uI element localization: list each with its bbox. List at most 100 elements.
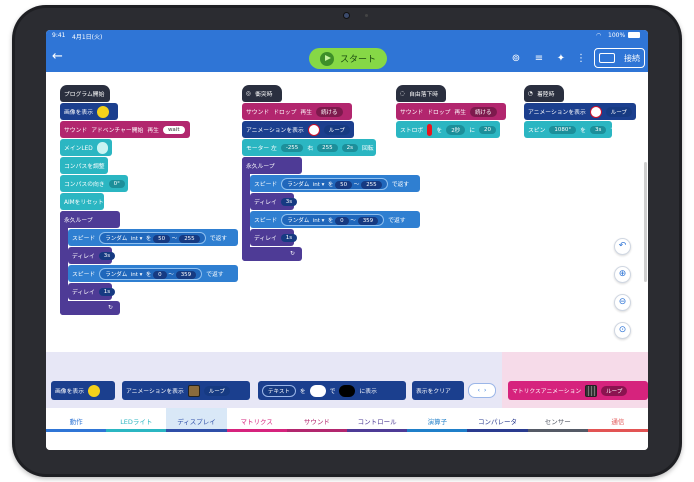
random-operator[interactable]: ランダム int ▾ を 0 〜 359 <box>281 213 385 226</box>
show-image-block[interactable]: 画像を表示 <box>60 103 118 120</box>
compass-adjust-block[interactable]: コンパスを調整 <box>60 157 108 174</box>
sparkle-icon[interactable]: ✦ <box>556 53 566 64</box>
delay-block-2[interactable]: ディレイ 1s <box>250 229 298 246</box>
animation-preview-icon[interactable] <box>187 384 200 397</box>
aim-reset-block[interactable]: AIMをリセット <box>60 193 104 210</box>
palette-show-image-block[interactable]: 画像を表示 <box>51 381 115 400</box>
main-led-block[interactable]: メインLED <box>60 139 112 156</box>
compass-direction-block[interactable]: コンパスの向き 0° <box>60 175 128 192</box>
random-operator[interactable]: ランダム int ▾ を 50 〜 255 <box>281 177 388 190</box>
random-operator[interactable]: ランダム int ▾ を 50 〜 255 <box>99 231 206 244</box>
strobe-block[interactable]: ストロボ を 2秒 に 20 <box>396 121 500 138</box>
sound-name[interactable]: ドロップ <box>273 110 297 116</box>
loop-option[interactable]: ループ <box>323 124 350 135</box>
more-menu-icon[interactable]: ⋮ <box>576 53 586 64</box>
right-motor-value[interactable]: 255 <box>317 143 338 152</box>
text-input[interactable]: テキスト <box>262 384 296 397</box>
start-label: スタート <box>339 55 376 65</box>
continue-option[interactable]: 続ける <box>316 106 343 117</box>
start-button[interactable]: スタート <box>309 48 387 69</box>
delay-value[interactable]: 1s <box>98 287 116 296</box>
tab-comparators[interactable]: コンパレータ <box>467 408 528 432</box>
speed-random-block[interactable]: スピード ランダム int ▾ を 50 〜 255 で返す <box>250 175 420 192</box>
delay-value[interactable]: 3s <box>98 251 116 260</box>
speed-random-block[interactable]: スピード ランダム int ▾ を 50 〜 255 で返す <box>68 229 238 246</box>
spin-time[interactable]: 3s <box>589 125 607 134</box>
delay-block[interactable]: ディレイ 3s <box>250 193 298 210</box>
sound-name[interactable]: ドロップ <box>427 110 451 116</box>
tab-display[interactable]: ディスプレイ <box>166 408 227 432</box>
sound-name[interactable]: アドベンチャー開始 <box>91 128 144 134</box>
undo-icon[interactable]: ↶ <box>614 238 631 255</box>
delay-value[interactable]: 1s <box>280 233 298 242</box>
show-animation-block[interactable]: アニメーションを表示 ループ <box>242 121 354 138</box>
spin-degrees[interactable]: 1080° <box>549 125 577 134</box>
spin-block[interactable]: スピン 1080° を 3s で <box>524 121 616 138</box>
zoom-out-icon[interactable]: ⊖ <box>614 294 631 311</box>
palette-text-block[interactable]: テキスト を で に表示 <box>258 381 406 400</box>
matrix-preview-icon[interactable] <box>585 384 598 397</box>
min-value: 50 <box>335 180 353 189</box>
no-entry-icon[interactable] <box>307 123 320 136</box>
compass-value[interactable]: 0° <box>108 179 125 188</box>
sound-block[interactable]: サウンド ドロップ 再生 続ける <box>396 103 506 120</box>
workspace-scrollbar[interactable] <box>644 162 647 282</box>
speed-random-block-2[interactable]: スピード ランダム int ▾ を 0 〜 359 で返す <box>68 265 238 282</box>
tab-communication[interactable]: 通信 <box>587 408 648 432</box>
min-value: 0 <box>153 270 167 279</box>
program-start-hat[interactable]: プログラム開始 <box>60 85 110 102</box>
motor-block[interactable]: モーター 左 -255 右 255 2s 回転 <box>242 139 376 156</box>
collision-hat[interactable]: ◎ 衝突時 <box>242 85 282 102</box>
delay-block-2[interactable]: ディレイ 1s <box>68 283 116 300</box>
tab-matrix[interactable]: マトリクス <box>226 408 287 432</box>
hat-label: 衝突時 <box>255 92 273 98</box>
palette-matrix-animation-block[interactable]: マトリクスアニメーション ループ <box>508 381 648 400</box>
continue-option[interactable]: 続ける <box>470 106 497 117</box>
text-color-swatch[interactable] <box>309 384 326 397</box>
connect-button[interactable]: 接続 <box>594 48 645 68</box>
motor-time[interactable]: 2s <box>341 143 358 152</box>
wait-option[interactable]: wait <box>162 125 185 134</box>
freefall-hat[interactable]: ◌ 自由落下時 <box>396 85 446 102</box>
show-animation-block[interactable]: アニメーションを表示 ループ <box>524 103 636 120</box>
delay-value[interactable]: 3s <box>280 197 298 206</box>
tab-led[interactable]: LEDライト <box>106 408 167 432</box>
no-entry-icon[interactable] <box>589 105 602 118</box>
led-color-swatch[interactable] <box>96 141 108 154</box>
random-operator[interactable]: ランダム int ▾ を 0 〜 359 <box>99 267 203 280</box>
bg-color-swatch[interactable] <box>339 384 356 397</box>
palette-clear-display-block[interactable]: 表示をクリア <box>412 381 464 400</box>
palette-show-animation-block[interactable]: アニメーションを表示 ループ <box>122 381 250 400</box>
strobe-time[interactable]: 2秒 <box>446 124 466 135</box>
tab-motion[interactable]: 動作 <box>46 408 107 432</box>
loop-option[interactable]: ループ <box>601 385 628 396</box>
tab-sound[interactable]: サウンド <box>286 408 348 432</box>
sound-block[interactable]: サウンド アドベンチャー開始 再生 wait <box>60 121 190 138</box>
left-motor-value[interactable]: -255 <box>280 143 304 152</box>
speed-random-block-2[interactable]: スピード ランダム int ▾ を 0 〜 359 で返す <box>250 211 420 228</box>
tab-operators[interactable]: 演算子 <box>407 408 468 432</box>
robot-api-icon[interactable]: ⊚ <box>511 53 521 64</box>
back-arrow-icon[interactable]: ← <box>52 49 63 64</box>
tab-sensors[interactable]: センサー <box>527 408 588 432</box>
tab-label: コントロール <box>357 418 397 426</box>
zoom-reset-icon[interactable]: ⊙ <box>614 322 631 339</box>
loop-option[interactable]: ループ <box>605 106 632 117</box>
strobe-count[interactable]: 20 <box>479 125 496 134</box>
loop-option[interactable]: ループ <box>203 385 230 396</box>
ni-label: に <box>469 128 475 134</box>
forever-loop-block[interactable]: 永久ループ <box>242 157 302 174</box>
palette-scroll-arrows[interactable]: ‹ › <box>468 383 496 398</box>
delay-block[interactable]: ディレイ 3s <box>68 247 116 264</box>
code-view-icon[interactable]: ≡ <box>534 53 544 64</box>
zoom-in-icon[interactable]: ⊕ <box>614 266 631 283</box>
landing-hat[interactable]: ◔ 着陸時 <box>524 85 564 102</box>
sound-block[interactable]: サウンド ドロップ 再生 続ける <box>242 103 352 120</box>
forever-loop-block[interactable]: 永久ループ <box>60 211 120 228</box>
chevron-left-icon[interactable]: ‹ <box>477 387 480 394</box>
strobe-color-swatch[interactable] <box>427 123 433 136</box>
chevron-right-icon[interactable]: › <box>484 387 487 394</box>
return-label: で返す <box>206 272 224 278</box>
block-workspace[interactable]: プログラム開始 画像を表示 サウンド アドベンチャー開始 再生 wait メイン… <box>46 72 648 352</box>
tab-control[interactable]: コントロール <box>347 408 408 432</box>
